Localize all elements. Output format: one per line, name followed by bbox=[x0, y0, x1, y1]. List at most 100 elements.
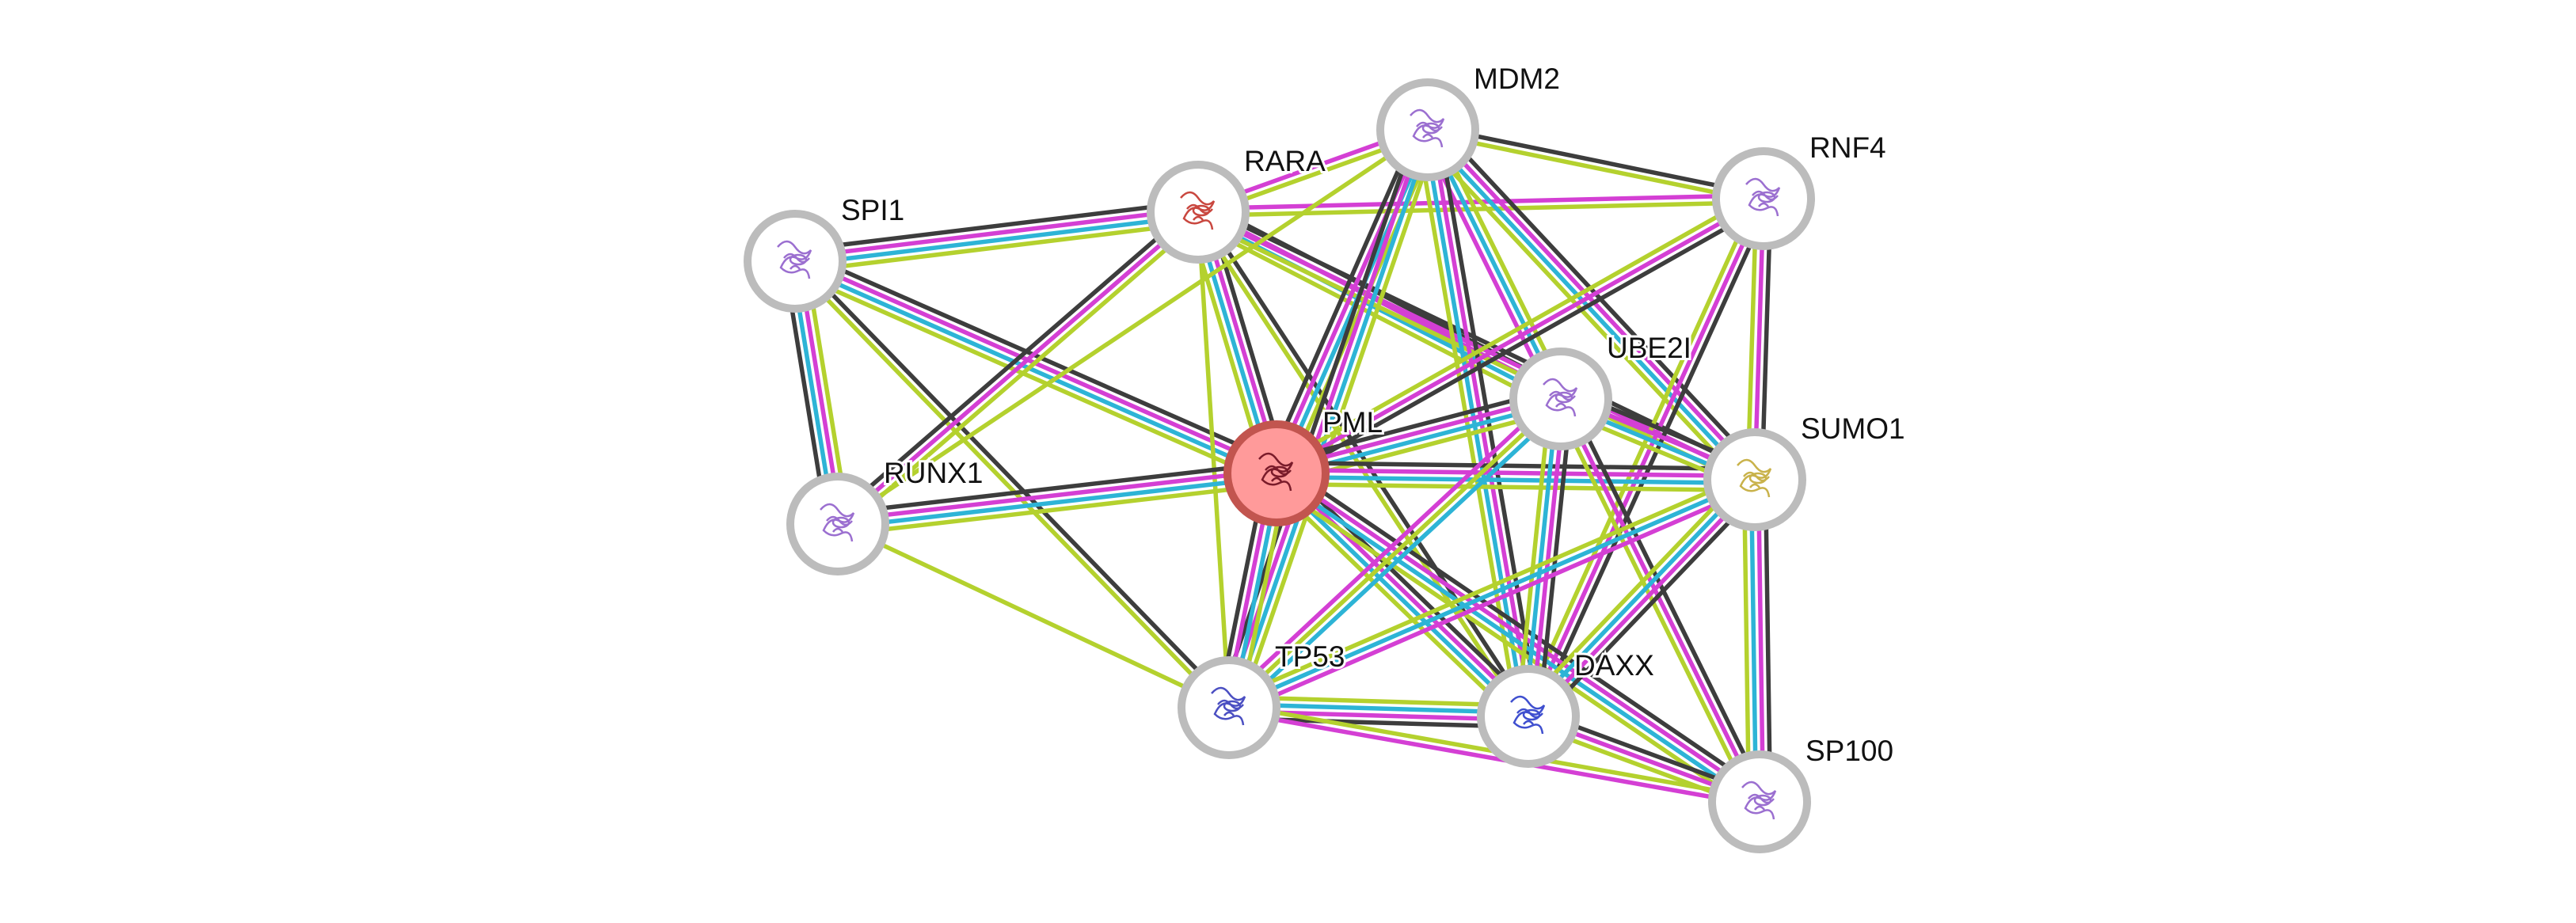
node-circle bbox=[1147, 161, 1250, 264]
edge-line-coexpression bbox=[1763, 479, 1773, 802]
protein-structure-icon bbox=[1741, 781, 1777, 820]
protein-structure-icon bbox=[777, 240, 812, 279]
edge-line-databases bbox=[838, 474, 1277, 530]
edge-line-databases bbox=[795, 213, 1199, 268]
node-label: SUMO1 bbox=[1801, 412, 1905, 445]
node-label: SPI1 bbox=[841, 194, 904, 226]
edge-line-experiments bbox=[1227, 708, 1760, 808]
edge-line-databases bbox=[1227, 477, 1756, 710]
edge-line-textmining bbox=[1196, 211, 1231, 708]
node-label: MDM2 bbox=[1474, 63, 1560, 95]
edge-line-coexpression bbox=[1532, 200, 1772, 720]
protein-structure-icon bbox=[1543, 378, 1578, 417]
node-circle bbox=[1509, 348, 1612, 450]
edge-line-databases bbox=[1276, 474, 1755, 486]
node-rara[interactable]: RARA bbox=[1147, 142, 1328, 264]
edge-line-experiments bbox=[1277, 467, 1756, 479]
edge-line-experiments bbox=[1526, 197, 1766, 718]
edge-line-textmining bbox=[836, 522, 1231, 710]
edge-line-experiments bbox=[795, 256, 1279, 473]
edge-line-textmining bbox=[1272, 190, 1761, 469]
edge-line-experiments bbox=[1231, 484, 1759, 716]
edge-line-databases bbox=[1524, 475, 1754, 716]
node-circle bbox=[1223, 420, 1330, 526]
edge-line-experiments bbox=[1222, 392, 1558, 705]
node-mdm2[interactable]: MDM2 bbox=[1376, 60, 1562, 181]
node-rnf4[interactable]: RNF4 bbox=[1712, 129, 1889, 250]
edge-rara-runx1[interactable] bbox=[831, 205, 1204, 531]
edge-line-textmining bbox=[1426, 131, 1764, 205]
edge-line-textmining bbox=[841, 215, 1204, 531]
edge-line-textmining bbox=[1193, 212, 1528, 720]
edge-line-databases bbox=[793, 262, 1277, 479]
edge-spi1-rara[interactable] bbox=[793, 199, 1200, 275]
node-label: DAXX bbox=[1574, 649, 1654, 682]
node-label: PML bbox=[1322, 406, 1383, 439]
edge-line-coexpression bbox=[831, 205, 1195, 521]
edge-line-databases bbox=[1748, 480, 1759, 803]
edge-line-textmining bbox=[1237, 132, 1440, 712]
node-label: UBE2I bbox=[1607, 332, 1691, 364]
edge-line-coexpression bbox=[1282, 464, 1538, 711]
edge-line-textmining bbox=[1269, 480, 1755, 813]
protein-structure-icon bbox=[1180, 191, 1216, 230]
edge-line-databases bbox=[1273, 474, 1760, 807]
edge-line-experiments bbox=[1756, 479, 1766, 802]
edge-line-experiments bbox=[1529, 399, 1567, 717]
protein-structure-icon bbox=[1211, 686, 1246, 726]
edge-line-coexpression bbox=[1534, 485, 1764, 726]
node-label: TP53 bbox=[1275, 640, 1345, 673]
edge-line-textmining bbox=[1520, 195, 1760, 715]
edge-ube2i-tp53[interactable] bbox=[1222, 392, 1568, 715]
edge-runx1-tp53[interactable] bbox=[836, 522, 1231, 710]
edge-line-textmining bbox=[1515, 397, 1553, 716]
edge-line-experiments bbox=[836, 210, 1200, 526]
edge-mdm2-rnf4[interactable] bbox=[1426, 123, 1765, 205]
edge-line-textmining bbox=[1225, 471, 1753, 704]
edge-line-databases bbox=[1232, 402, 1568, 715]
node-sumo1[interactable]: SUMO1 bbox=[1703, 410, 1908, 531]
node-spi1[interactable]: SPI1 bbox=[744, 192, 907, 313]
edge-line-experiments bbox=[1277, 469, 1533, 716]
node-circle bbox=[1477, 665, 1580, 768]
node-label: SP100 bbox=[1805, 735, 1893, 767]
node-pml[interactable]: PML bbox=[1223, 404, 1385, 526]
node-label: RNF4 bbox=[1809, 131, 1886, 164]
edge-sumo1-daxx[interactable] bbox=[1519, 470, 1764, 726]
protein-structure-icon bbox=[1510, 695, 1546, 735]
node-ube2i[interactable]: UBE2I bbox=[1509, 329, 1694, 450]
edge-line-coexpression bbox=[1279, 203, 1768, 482]
edge-line-experiments bbox=[794, 206, 1198, 260]
edge-line-textmining bbox=[1198, 199, 1764, 218]
edge-line-textmining bbox=[1276, 481, 1755, 493]
node-circle bbox=[1376, 78, 1479, 181]
node-sp100[interactable]: SP100 bbox=[1708, 732, 1896, 853]
node-circle bbox=[1178, 656, 1280, 759]
edge-line-textmining bbox=[790, 268, 1273, 485]
edge-line-coexpression bbox=[836, 460, 1276, 516]
edge-pml-sp100[interactable] bbox=[1269, 462, 1767, 813]
node-label: RUNX1 bbox=[884, 457, 983, 489]
edge-line-databases bbox=[1272, 474, 1528, 721]
edge-line-coexpression bbox=[793, 199, 1197, 253]
edge-spi1-tp53[interactable] bbox=[790, 256, 1234, 712]
edge-line-textmining bbox=[836, 127, 1429, 526]
edge-pml-sumo1[interactable] bbox=[1276, 460, 1756, 493]
node-tp53[interactable]: TP53 bbox=[1178, 638, 1347, 759]
edge-pml-runx1[interactable] bbox=[836, 460, 1278, 537]
edge-line-textmining bbox=[1418, 135, 1749, 489]
node-daxx[interactable]: DAXX bbox=[1477, 647, 1657, 768]
edge-mdm2-runx1[interactable] bbox=[836, 127, 1429, 526]
edge-line-textmining bbox=[796, 220, 1200, 275]
edge-sumo1-sp100[interactable] bbox=[1741, 479, 1773, 803]
edge-pml-daxx[interactable] bbox=[1267, 464, 1538, 726]
edge-rara-tp53[interactable] bbox=[1196, 211, 1231, 708]
edge-rnf4-pml[interactable] bbox=[1272, 190, 1768, 482]
node-circle bbox=[1712, 147, 1815, 250]
edge-line-databases bbox=[1522, 398, 1560, 716]
node-runx1[interactable]: RUNX1 bbox=[786, 454, 985, 575]
edge-sumo1-tp53[interactable] bbox=[1225, 471, 1759, 716]
edge-line-experiments bbox=[1275, 196, 1765, 476]
edge-rnf4-daxx[interactable] bbox=[1520, 195, 1772, 720]
